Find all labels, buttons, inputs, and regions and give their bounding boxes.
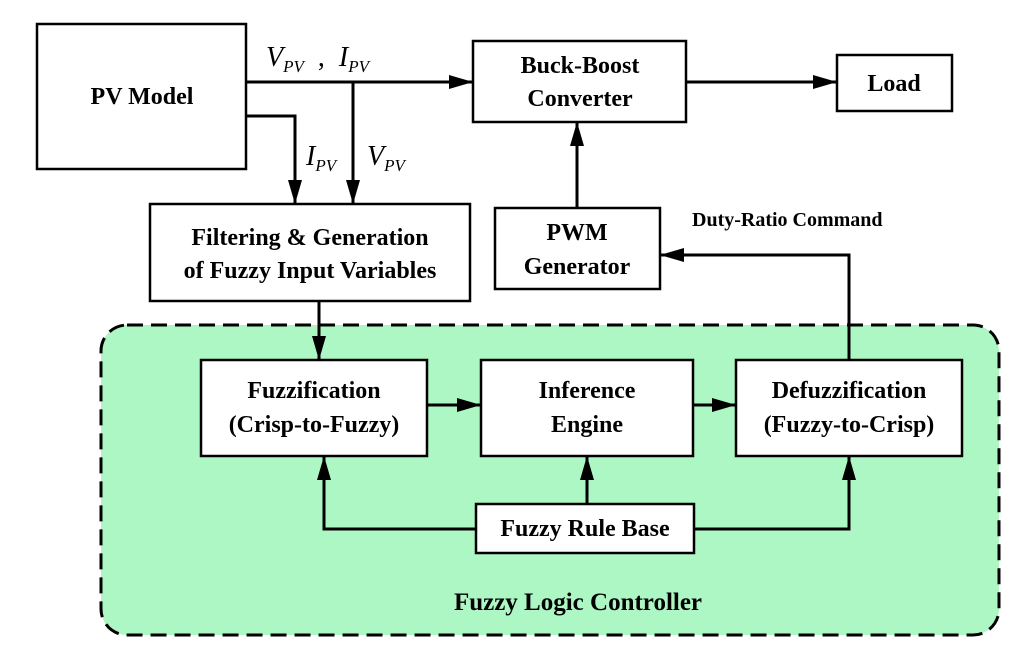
defuzzification-block: Defuzzification (Fuzzy-to-Crisp) (734, 358, 964, 458)
fuzzy-logic-controller-label: Fuzzy Logic Controller (454, 589, 702, 616)
inference-label-line2: Engine (551, 412, 623, 438)
inference-label-line1: Inference (539, 378, 636, 404)
pwm-label-line2: Generator (524, 254, 631, 280)
duty-ratio-arrow (660, 248, 851, 360)
buck-boost-converter-block: Buck-Boost Converter (471, 39, 688, 124)
filtering-label-line2: of Fuzzy Input Variables (184, 258, 437, 284)
converter-label-line2: Converter (527, 86, 633, 112)
rulebase-to-defuzzification-arrow (694, 456, 856, 531)
load-block: Load (835, 53, 954, 113)
rule-base-label: Fuzzy Rule Base (500, 516, 670, 542)
fuzzy-rule-base-block: Fuzzy Rule Base (474, 502, 696, 555)
inference-engine-block: Inference Engine (479, 358, 695, 458)
pv-model-block: PV Model (35, 22, 248, 171)
pv-model-label: PV Model (91, 84, 194, 110)
ipv-feed-arrow (246, 114, 302, 204)
rulebase-to-fuzzification-arrow (317, 456, 476, 531)
ipv-label: IPV (305, 141, 339, 175)
fuzzification-label-line2: (Crisp-to-Fuzzy) (229, 412, 400, 438)
defuzzification-label-line2: (Fuzzy-to-Crisp) (764, 412, 935, 438)
duty-ratio-label: Duty-Ratio Command (692, 209, 883, 231)
filtering-generation-block: Filtering & Generation of Fuzzy Input Va… (148, 202, 472, 303)
load-label: Load (867, 71, 921, 97)
fuzzification-label-line1: Fuzzification (247, 378, 380, 404)
pwm-generator-block: PWM Generator (493, 206, 662, 291)
defuzzification-label-line1: Defuzzification (772, 378, 927, 404)
top-signal-label: VPV,IPV (266, 42, 372, 76)
vpv-label: VPV (367, 141, 407, 175)
fuzzification-block: Fuzzification (Crisp-to-Fuzzy) (199, 358, 429, 458)
converter-label-line1: Buck-Boost (521, 53, 640, 79)
filtering-label-line1: Filtering & Generation (191, 225, 428, 251)
pwm-label-line1: PWM (546, 220, 607, 246)
